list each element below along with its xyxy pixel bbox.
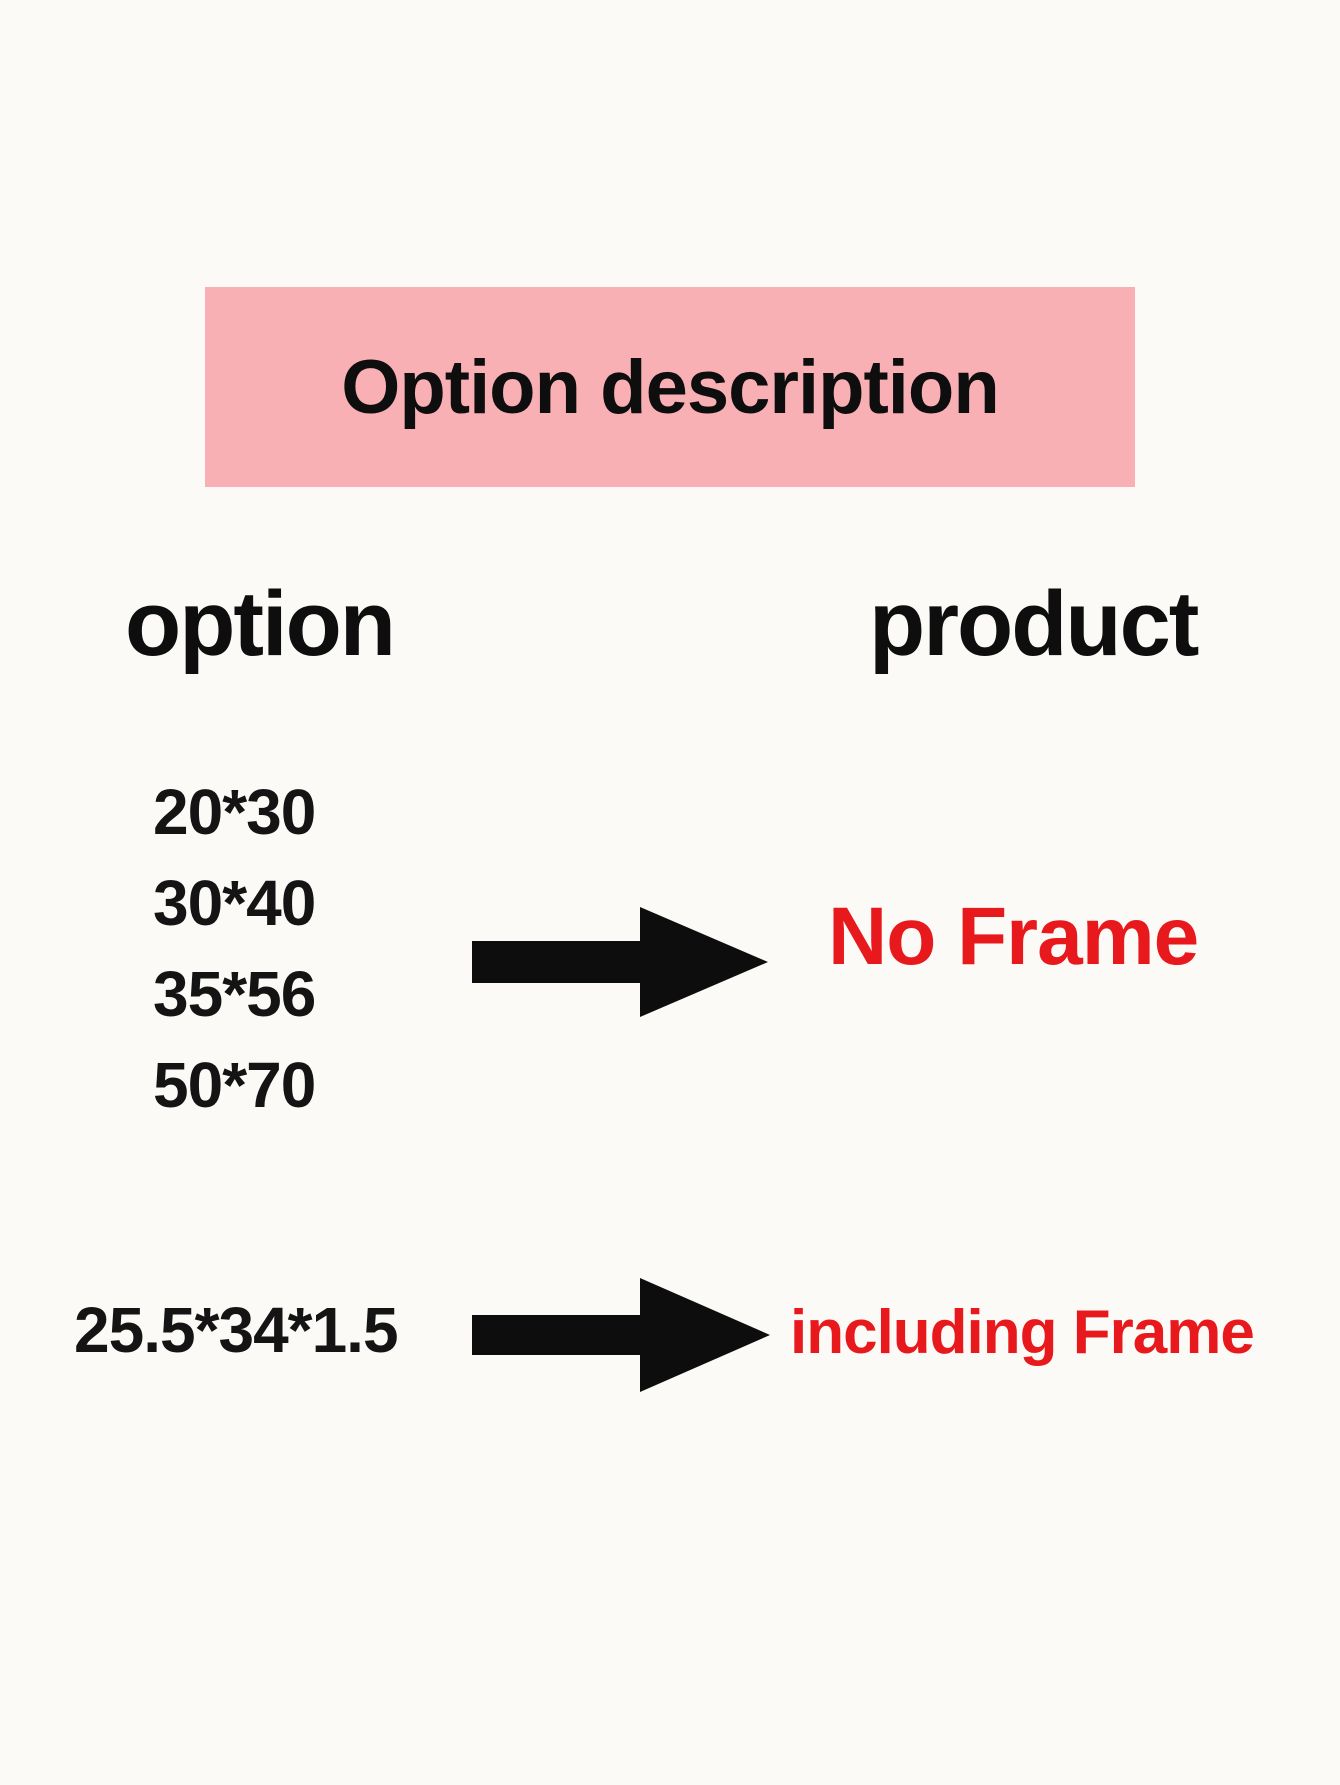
- size-option: 50*70: [153, 1049, 316, 1121]
- arrow-shaft: [472, 1315, 640, 1355]
- arrow-right-icon: [472, 907, 768, 1017]
- size-option: 20*30: [153, 776, 316, 848]
- size-option: 30*40: [153, 867, 316, 939]
- arrow-shaft: [472, 941, 640, 983]
- arrow-head: [640, 1278, 770, 1392]
- no-frame-label: No Frame: [828, 891, 1199, 982]
- title-banner: Option description: [205, 287, 1135, 487]
- page-title: Option description: [341, 344, 1000, 430]
- arrow-head: [640, 907, 768, 1017]
- arrow-right-icon: [472, 1278, 770, 1392]
- framed-size-option: 25.5*34*1.5: [74, 1294, 399, 1366]
- option-column-header: option: [125, 573, 396, 675]
- no-frame-size-list: 20*30 30*40 35*56 50*70: [153, 767, 316, 1131]
- size-option: 35*56: [153, 958, 316, 1030]
- product-column-header: product: [869, 573, 1199, 675]
- including-frame-label: including Frame: [790, 1298, 1255, 1367]
